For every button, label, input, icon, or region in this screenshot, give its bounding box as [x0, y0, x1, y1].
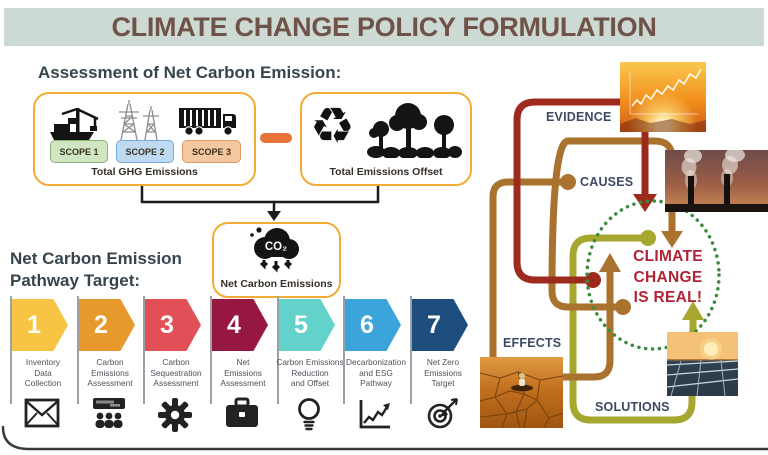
step-number: 3 [160, 311, 174, 339]
pathway-step-6: 6 Decarbonization and ESG Pathway [343, 296, 411, 441]
step-chevron: 1 [12, 299, 68, 351]
step-number: 4 [227, 311, 241, 339]
page-title: CLIMATE CHANGE POLICY FORMULATION [111, 11, 657, 42]
step-pole [277, 296, 279, 404]
step-label: Carbon Emissions Assessment [87, 357, 133, 389]
evidence-label: EVIDENCE [546, 110, 612, 124]
assessment-heading: Assessment of Net Carbon Emission: [38, 63, 342, 82]
port-crane-icon [50, 107, 99, 140]
step-label: Net Emissions Assessment [220, 357, 266, 389]
center-statement: CLIMATE CHANGE IS REAL! [626, 247, 710, 309]
scope-1-label: SCOPE 1 [59, 146, 99, 157]
solutions-photo [667, 332, 738, 396]
step-label: Carbon Emissions Reduction and Offset [276, 357, 344, 389]
step-number: 1 [27, 311, 41, 339]
center-line2: CHANGE [633, 268, 703, 286]
causes-photo [665, 150, 768, 212]
step-number: 2 [94, 311, 108, 339]
line-chart-icon [359, 400, 390, 429]
step-pole [10, 296, 12, 404]
pathway-step-5: 5 Carbon Emissions Reduction and Offset [276, 296, 345, 441]
co2-label: CO₂ [265, 241, 287, 253]
center-line3: IS REAL! [633, 289, 703, 306]
scope-1-badge: SCOPE 1 [50, 140, 108, 163]
scope-2-label: SCOPE 2 [125, 146, 165, 157]
step-pole [143, 296, 145, 404]
step-pole [343, 296, 345, 404]
transmission-towers-icon [119, 100, 159, 141]
lightbulb-icon [298, 398, 320, 431]
trees-icon [367, 103, 462, 158]
pathway-step-4: 4 Net Emissions Assessment [210, 296, 278, 441]
total-emissions-offset-box: ♻ Total Emissions Offset [300, 92, 472, 186]
pathway-step-3: 3 Carbon Sequestration Assessment [143, 296, 211, 441]
step-chevron: 5 [279, 299, 335, 351]
pathway-step-2: 2 Carbon Emissions Assessment [77, 296, 145, 441]
header-banner: CLIMATE CHANGE POLICY FORMULATION [4, 8, 764, 46]
pathway-heading-line1: Net Carbon Emission [10, 249, 182, 268]
step-chevron: 2 [79, 299, 135, 351]
recycle-icon: ♻ [310, 97, 355, 155]
step-chevron: 3 [145, 299, 201, 351]
step-pole [410, 296, 412, 404]
step-chevron: 6 [345, 299, 401, 351]
scope-2-badge: SCOPE 2 [116, 140, 174, 163]
solutions-label: SOLUTIONS [595, 400, 670, 414]
causes-label: CAUSES [580, 175, 634, 189]
envelope-icon [24, 398, 60, 428]
step-number: 7 [427, 311, 441, 339]
step-pole [210, 296, 212, 404]
step-chevron: 7 [412, 299, 468, 351]
ghg-box-caption: Total GHG Emissions [91, 166, 198, 178]
step-label: Inventory Data Collection [24, 357, 62, 389]
offset-box-caption: Total Emissions Offset [329, 166, 443, 178]
briefcase-icon [226, 397, 258, 427]
pathway-step-1: 1 Inventory Data Collection [10, 296, 78, 441]
dotted-cycle-circle [585, 199, 721, 351]
co2-cloud-icon: CO₂ [250, 227, 299, 273]
effects-photo [480, 357, 563, 428]
total-ghg-emissions-box: SCOPE 1 SCOPE 2 SCOPE 3 Total GHG Emissi… [33, 92, 256, 186]
evidence-photo [620, 62, 706, 132]
step-number: 6 [360, 311, 374, 339]
gear-icon [158, 398, 192, 432]
minus-operator [260, 133, 292, 143]
pathway-heading: Net Carbon Emission Pathway Target: [10, 248, 182, 292]
pathway-heading-line2: Pathway Target: [10, 271, 141, 290]
truck-icon [179, 108, 236, 136]
scope-3-badge: SCOPE 3 [182, 140, 241, 163]
step-label: Net Zero Emissions Target [424, 357, 462, 389]
center-line1: CLIMATE [633, 248, 703, 265]
target-icon [427, 398, 458, 429]
pathway-step-7: 7 Net Zero Emissions Target [410, 296, 478, 441]
step-label: Decarbonization and ESG Pathway [346, 357, 406, 389]
net-box-caption: Net Carbon Emissions [220, 278, 333, 290]
step-number: 5 [294, 311, 308, 339]
presentation-audience-icon [93, 398, 125, 428]
step-label: Carbon Sequestration Assessment [150, 357, 202, 389]
step-chevron: 4 [212, 299, 268, 351]
step-pole [77, 296, 79, 404]
net-carbon-emissions-box: CO₂ Net Carbon Emissions [212, 222, 341, 298]
scope-3-label: SCOPE 3 [191, 146, 231, 157]
effects-label: EFFECTS [503, 336, 562, 350]
